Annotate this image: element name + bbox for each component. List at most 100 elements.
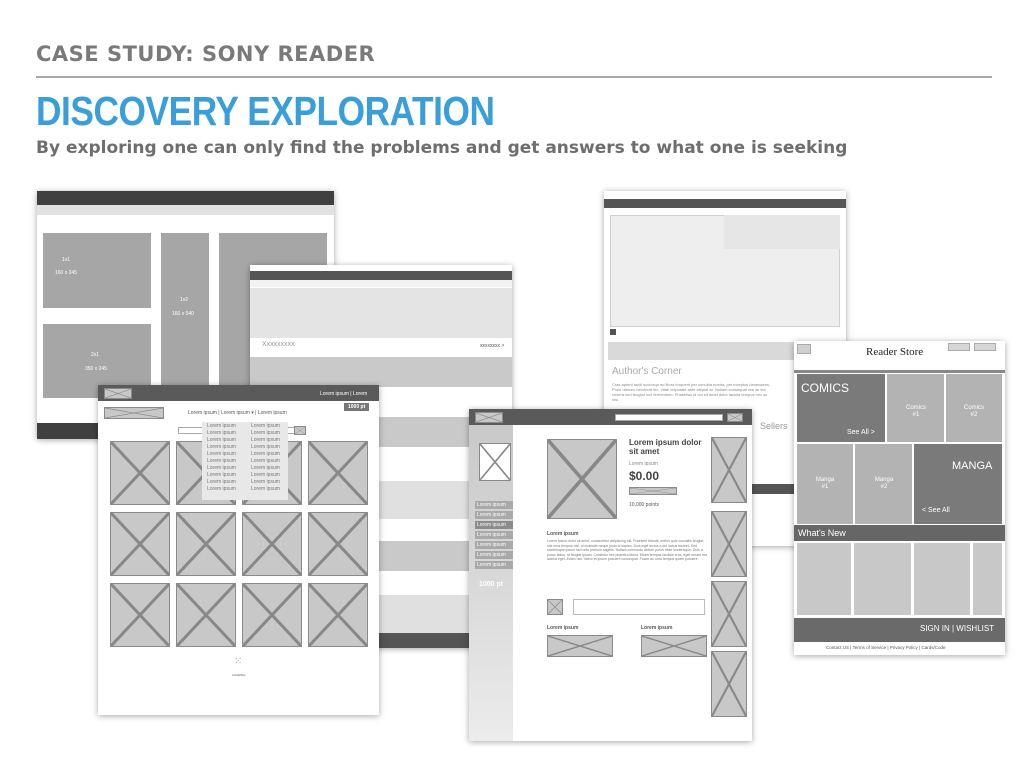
related-1-title: Lorem ipsum — [547, 625, 579, 631]
search-icon[interactable] — [294, 426, 306, 435]
dropdown-item[interactable]: Lorem ipsum — [207, 423, 236, 429]
header-rule — [36, 76, 992, 78]
sign-in-wishlist[interactable]: SIGN IN | WISHLIST — [920, 624, 995, 633]
tile-2x1-label: 2x1 — [91, 352, 100, 358]
side-menu-item[interactable]: Lorem ipsum — [475, 561, 513, 569]
recommended-book[interactable] — [711, 437, 747, 503]
dropdown-item[interactable]: Lorem ipsum — [207, 437, 236, 443]
tile-1x1-size: 160 x 245 — [55, 270, 77, 276]
grid-product-item[interactable] — [308, 583, 368, 647]
manga-1-label: Manga #1 — [815, 477, 835, 490]
grid-product-item[interactable] — [242, 512, 302, 576]
dropdown-item[interactable]: Lorem ipsum — [251, 472, 280, 478]
side-menu-item[interactable]: Lorem ipsum — [475, 511, 513, 519]
related-1-image[interactable] — [547, 635, 613, 657]
dropdown-item[interactable]: Lorem ipsum — [251, 486, 280, 492]
tile-2x1-size: 350 x 245 — [85, 366, 107, 372]
case-study-kicker: CASE STUDY: SONY READER — [36, 42, 376, 66]
comics-tile[interactable] — [797, 374, 885, 442]
comics-2-label: Comics #2 — [963, 405, 984, 418]
related-2-title: Lorem ipsum — [641, 625, 673, 631]
top-right-links[interactable]: Lorem ipsum | Lorem — [320, 391, 368, 397]
dropdown-item[interactable]: Lorem ipsum — [251, 444, 280, 450]
reader-store-logo[interactable]: Reader Store — [866, 346, 924, 358]
grid-product-item[interactable] — [110, 512, 170, 576]
dropdown-item[interactable]: Lorem ipsum — [207, 430, 236, 436]
dropdown-item[interactable]: Lorem ipsum — [207, 458, 236, 464]
dropdown-item[interactable]: Lorem ipsum — [207, 479, 236, 485]
logo-placeholder — [475, 412, 503, 423]
device-image — [479, 443, 511, 481]
side-menu-item[interactable]: Lorem ipsum — [475, 551, 513, 559]
dropdown-item[interactable]: Lorem ipsum — [207, 444, 236, 450]
dropdown-item[interactable]: Lorem ipsum — [251, 458, 280, 464]
related-2-image[interactable] — [641, 635, 707, 657]
search-icon[interactable] — [727, 413, 743, 422]
nav-wireframe: Lorem ipsum | Lorem 1000 pt Lorem ipsum … — [98, 385, 379, 715]
product-title: Lorem ipsum dolor sit amet — [629, 438, 702, 456]
comics-2-tile[interactable] — [946, 374, 1002, 442]
manga-see-all[interactable]: < See All — [922, 507, 950, 514]
recommended-book[interactable] — [711, 511, 747, 577]
manga-1-tile[interactable] — [797, 444, 853, 524]
comics-1-label: Comics #1 — [905, 405, 926, 418]
loading-spinner-icon: ⁙ — [234, 656, 243, 667]
grid-product-item[interactable] — [110, 441, 170, 505]
sellers-label: Sellers — [760, 421, 788, 431]
slide-subtitle: By exploring one can only find the probl… — [36, 138, 848, 158]
logo-placeholder — [104, 388, 132, 399]
book-cover-placeholder — [547, 439, 617, 519]
tile-1x2-size: 160 x 540 — [172, 311, 194, 317]
product-price: $0.00 — [629, 469, 660, 483]
side-menu-item[interactable]: Lorem ipsum — [475, 521, 513, 529]
dropdown-item[interactable]: Lorem ipsum — [251, 479, 280, 485]
dropdown-item[interactable]: Lorem ipsum — [251, 423, 280, 429]
grid-product-item[interactable] — [176, 583, 236, 647]
nav-links[interactable]: Lorem ipsum | Lorem ipsum ▾ | Lorem ipsu… — [188, 410, 287, 416]
grid-product-item[interactable] — [308, 512, 368, 576]
carousel-right-label: xxxxxxxx > — [480, 343, 505, 349]
dropdown-item[interactable]: Lorem ipsum — [251, 465, 280, 471]
manga-label: MANGA — [952, 460, 993, 472]
dropdown-item[interactable]: Lorem ipsum — [207, 451, 236, 457]
dropdown-menu[interactable] — [202, 422, 288, 500]
side-menu-item[interactable]: Lorem ipsum — [475, 531, 513, 539]
product-author[interactable]: Lorem ipsum — [629, 461, 658, 467]
banner-placeholder — [104, 407, 164, 419]
points-badge: 1000 pt — [344, 403, 370, 411]
store-footer-links[interactable]: Contact US | Terms of Service | Privacy … — [826, 645, 946, 650]
grid-product-item[interactable] — [110, 583, 170, 647]
small-thumb — [547, 599, 563, 615]
manga-2-tile[interactable] — [855, 444, 912, 524]
review-input[interactable] — [573, 599, 705, 615]
dropdown-item[interactable]: Lorem ipsum — [207, 465, 236, 471]
dropdown-item[interactable]: Lorem ipsum — [251, 451, 280, 457]
reader-store-wireframe: Reader Store COMICS See All > Comics #1 … — [794, 341, 1005, 655]
dropdown-item[interactable]: Lorem ipsum — [207, 486, 236, 492]
comics-label: COMICS — [801, 381, 849, 395]
comics-1-tile[interactable] — [887, 374, 944, 442]
tile-1x1-label: 1x1 — [62, 257, 71, 263]
dropdown-item[interactable]: Lorem ipsum — [207, 472, 236, 478]
description-body: Lorem ipsum dolor sit amet, consectetur … — [547, 539, 707, 562]
carousel-left-label: Xxxxxxxxx — [262, 341, 295, 348]
search-input[interactable] — [615, 414, 723, 421]
dropdown-item[interactable]: Lorem ipsum — [251, 430, 280, 436]
tile-1x2-label: 1x2 — [180, 297, 189, 303]
side-menu-item[interactable]: Lorem ipsum — [475, 501, 513, 509]
dropdown-item[interactable]: Lorem ipsum — [251, 437, 280, 443]
manga-tile[interactable] — [914, 444, 1002, 524]
product-points: 10,000 points — [629, 502, 660, 508]
grid-product-item[interactable] — [176, 512, 236, 576]
comics-see-all[interactable]: See All > — [847, 429, 875, 436]
buy-button[interactable] — [629, 487, 677, 495]
recommended-book[interactable] — [711, 651, 747, 717]
grid-product-item[interactable] — [242, 583, 302, 647]
grid-product-item[interactable] — [308, 441, 368, 505]
slide-title: DISCOVERY EXPLORATION — [36, 88, 495, 134]
recommended-book[interactable] — [711, 581, 747, 647]
authors-corner-text: Cras aptent taciti sociosqu ad litora to… — [612, 382, 771, 402]
side-menu-item[interactable]: Lorem ipsum — [475, 541, 513, 549]
